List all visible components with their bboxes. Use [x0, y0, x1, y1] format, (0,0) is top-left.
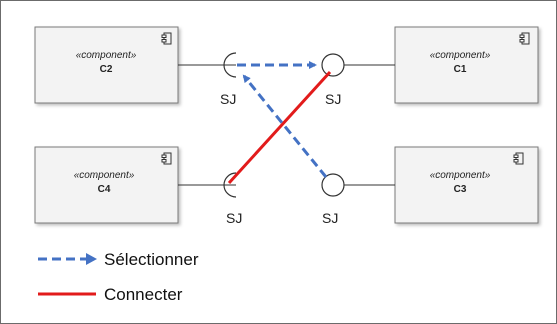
ball-port-top-right[interactable] — [321, 53, 345, 77]
ball-port-bottom-right[interactable] — [321, 173, 345, 197]
component-name: C4 — [98, 184, 111, 195]
port-label: SJ — [220, 91, 236, 107]
connect-line — [227, 70, 332, 185]
socket-port-bottom-left[interactable] — [223, 172, 237, 198]
component-icon — [161, 152, 172, 165]
component-icon — [161, 32, 172, 45]
legend-select-label: Sélectionner — [104, 250, 199, 269]
component-stereotype: «component» — [76, 50, 137, 61]
socket-port-top-left[interactable] — [223, 52, 237, 78]
port-label: SJ — [325, 91, 341, 107]
arrowhead-icon — [86, 253, 97, 265]
port-label: SJ — [322, 210, 338, 226]
component-icon — [513, 152, 524, 165]
legend: Sélectionner Connecter — [38, 250, 199, 304]
legend-connect-label: Connecter — [104, 285, 183, 304]
component-name: C1 — [454, 64, 467, 75]
port-label: SJ — [226, 210, 242, 226]
component-name: C3 — [454, 184, 467, 195]
select-arrow-diagonal — [242, 74, 328, 178]
component-c3[interactable]: «component» C3 — [394, 146, 539, 224]
component-c1[interactable]: «component» C1 — [394, 26, 539, 104]
component-icon — [519, 32, 530, 45]
component-stereotype: «component» — [430, 50, 491, 61]
component-name: C2 — [100, 64, 113, 75]
component-c4[interactable]: «component» C4 — [34, 146, 179, 224]
component-stereotype: «component» — [430, 170, 491, 181]
component-stereotype: «component» — [74, 170, 135, 181]
component-c2[interactable]: «component» C2 — [34, 26, 179, 104]
